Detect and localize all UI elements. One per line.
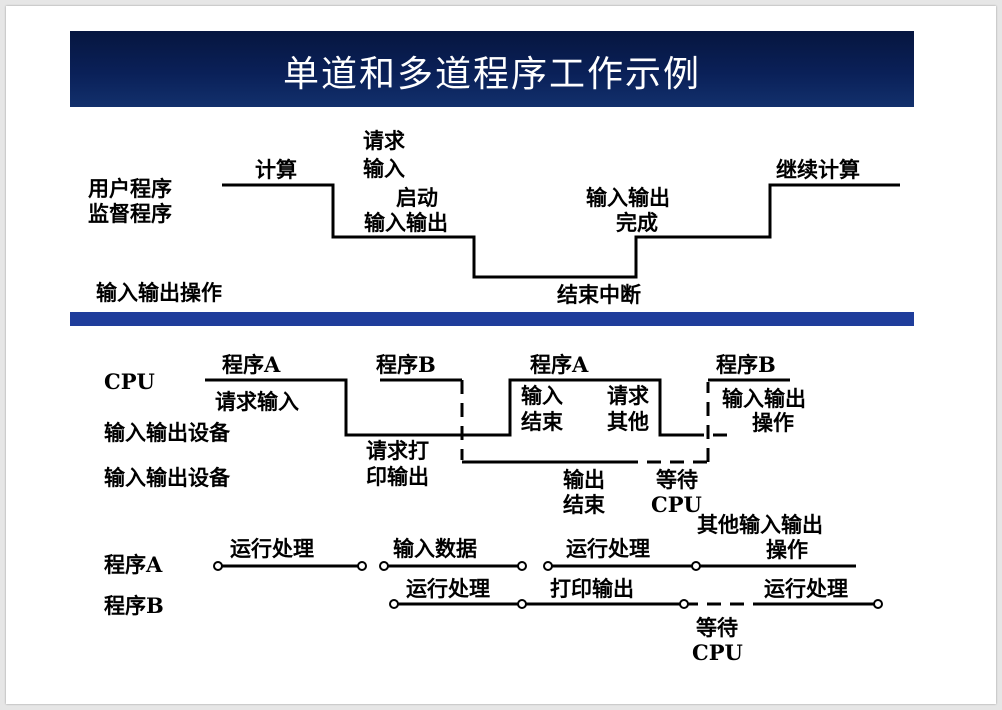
timeline-b-node xyxy=(517,599,527,609)
label-request-other-l2: 其他 xyxy=(607,409,649,434)
label-program-a-2: 程序A xyxy=(530,352,589,377)
label-input-end-l1: 输入 xyxy=(521,383,563,408)
label-user-program: 用户程序 xyxy=(88,176,172,201)
slide xyxy=(6,6,996,704)
label-continue-compute: 继续计算 xyxy=(776,157,860,182)
label-io-device-2: 输入输出设备 xyxy=(104,465,231,490)
timeline-b-node xyxy=(873,599,883,609)
label-request-l1: 请求 xyxy=(363,128,405,153)
label-b-wait-l2: CPU xyxy=(692,640,743,665)
multi-program-diagram: CPU 输入输出设备 输入输出设备 程序A 程序B 程序A 程序B 请求输入 请… xyxy=(104,352,806,517)
label-io-operation-l2: 操作 xyxy=(752,410,794,435)
timeline-a-node xyxy=(517,561,527,571)
label-a-run-1: 运行处理 xyxy=(230,536,314,561)
label-io-device-1: 输入输出设备 xyxy=(104,420,231,445)
timeline-a-node xyxy=(543,561,553,571)
label-request-print-l2: 印输出 xyxy=(366,464,429,489)
label-request-print-l1: 请求打 xyxy=(366,438,429,463)
label-io-operation-l1: 输入输出 xyxy=(722,386,806,411)
title-bar: 单道和多道程序工作示例 xyxy=(70,31,914,107)
label-output-end-l2: 结束 xyxy=(563,492,606,517)
label-end-interrupt: 结束中断 xyxy=(557,282,641,307)
label-timeline-program-b: 程序B xyxy=(104,593,164,618)
label-monitor-program: 监督程序 xyxy=(88,201,172,226)
slide-title: 单道和多道程序工作示例 xyxy=(282,54,701,95)
label-request-input: 请求输入 xyxy=(215,389,299,414)
label-timeline-program-a: 程序A xyxy=(104,552,163,577)
timeline-a-node xyxy=(213,561,223,571)
label-program-b-1: 程序B xyxy=(376,352,436,377)
label-request-other-l1: 请求 xyxy=(607,383,649,408)
timeline-b-node xyxy=(679,599,689,609)
label-a-other-io-l1: 其他输入输出 xyxy=(697,512,823,537)
label-program-a-1: 程序A xyxy=(222,352,281,377)
label-cpu: CPU xyxy=(104,369,155,394)
label-b-run-2: 运行处理 xyxy=(764,576,848,601)
timeline-a-node xyxy=(379,561,389,571)
label-a-input-data: 输入数据 xyxy=(393,536,477,561)
label-program-b-2: 程序B xyxy=(716,352,776,377)
label-b-print-output: 打印输出 xyxy=(550,576,634,601)
label-input-end-l2: 结束 xyxy=(521,409,564,434)
label-output-end-l1: 输出 xyxy=(563,467,605,492)
label-wait-cpu-l1: 等待 xyxy=(656,467,698,492)
label-b-wait-l1: 等待 xyxy=(696,615,738,640)
label-io-operation: 输入输出操作 xyxy=(96,280,222,305)
timeline-a-node xyxy=(691,561,701,571)
label-start-l1: 启动 xyxy=(396,185,438,210)
timeline-a-node xyxy=(357,561,367,571)
single-program-diagram: 用户程序 监督程序 输入输出操作 计算 请求 输入 启动 输入输出 输入输出 完… xyxy=(88,128,900,307)
timeline-diagram: 程序A 程序B 运行处理 输入数据 运行处理 其他输入输出 操作 运行处理 打印… xyxy=(104,512,883,665)
label-io-done-l2: 完成 xyxy=(616,210,658,235)
label-request-l2: 输入 xyxy=(363,156,405,181)
label-a-run-2: 运行处理 xyxy=(566,536,650,561)
label-a-other-io-l2: 操作 xyxy=(766,537,808,562)
label-wait-cpu-l2: CPU xyxy=(651,492,702,517)
label-io-done-l1: 输入输出 xyxy=(586,185,670,210)
label-b-run-1: 运行处理 xyxy=(406,576,490,601)
label-start-l2: 输入输出 xyxy=(364,210,448,235)
timeline-b-node xyxy=(389,599,399,609)
label-compute: 计算 xyxy=(255,157,297,182)
section-divider xyxy=(70,312,914,326)
single-state-line xyxy=(222,183,900,279)
program-a-trace xyxy=(205,378,690,437)
